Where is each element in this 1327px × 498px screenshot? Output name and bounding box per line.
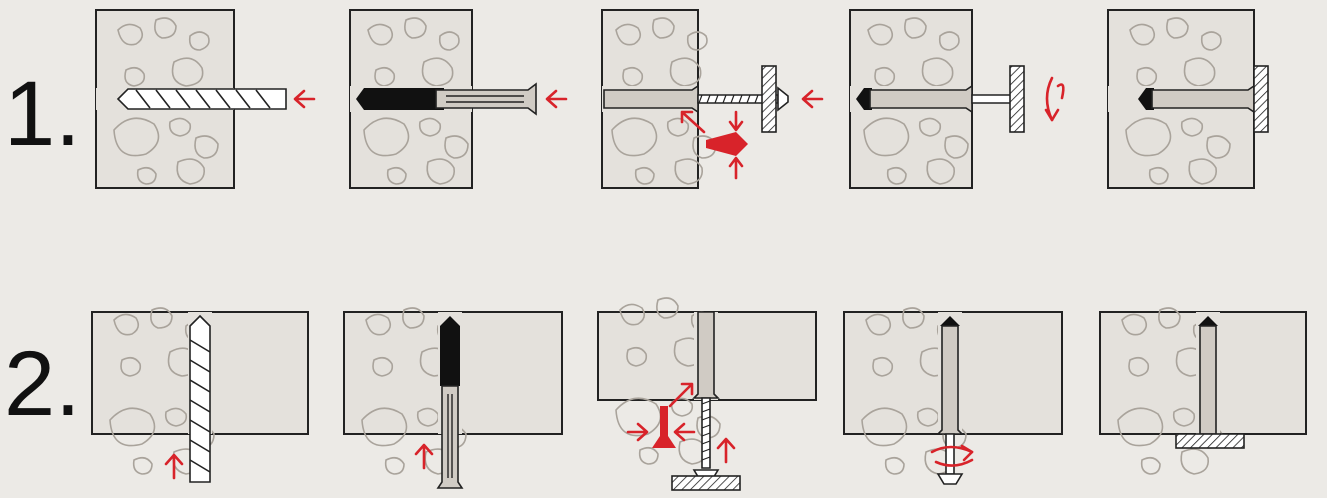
push-arrow-icon: [164, 453, 184, 480]
screw-icon: [652, 406, 676, 448]
panel-2-4: [843, 307, 1063, 485]
panel-1-1: [95, 9, 316, 189]
push-arrow-icon: [293, 89, 316, 109]
screw-icon: [697, 86, 789, 112]
drill-bit-icon: [116, 88, 287, 110]
panel-1-2: [349, 9, 568, 189]
push-arrow-icon: [545, 89, 568, 109]
panel-1-4: [849, 9, 1065, 189]
rotate-arrow-icon: [930, 444, 974, 467]
step-label-1: 1.: [4, 63, 81, 165]
panel-1-5: [1107, 9, 1269, 189]
wall-plug-icon: [435, 82, 537, 116]
push-arrow-icon: [680, 110, 748, 180]
panel-2-5: [1099, 307, 1307, 475]
panel-2-3: [597, 297, 817, 491]
panel-2-2: [343, 307, 563, 489]
rotate-arrow-icon: [1044, 76, 1065, 122]
step-label-2: 2.: [4, 333, 81, 435]
panel-1-3: [601, 9, 824, 189]
panel-2-1: [91, 307, 309, 483]
